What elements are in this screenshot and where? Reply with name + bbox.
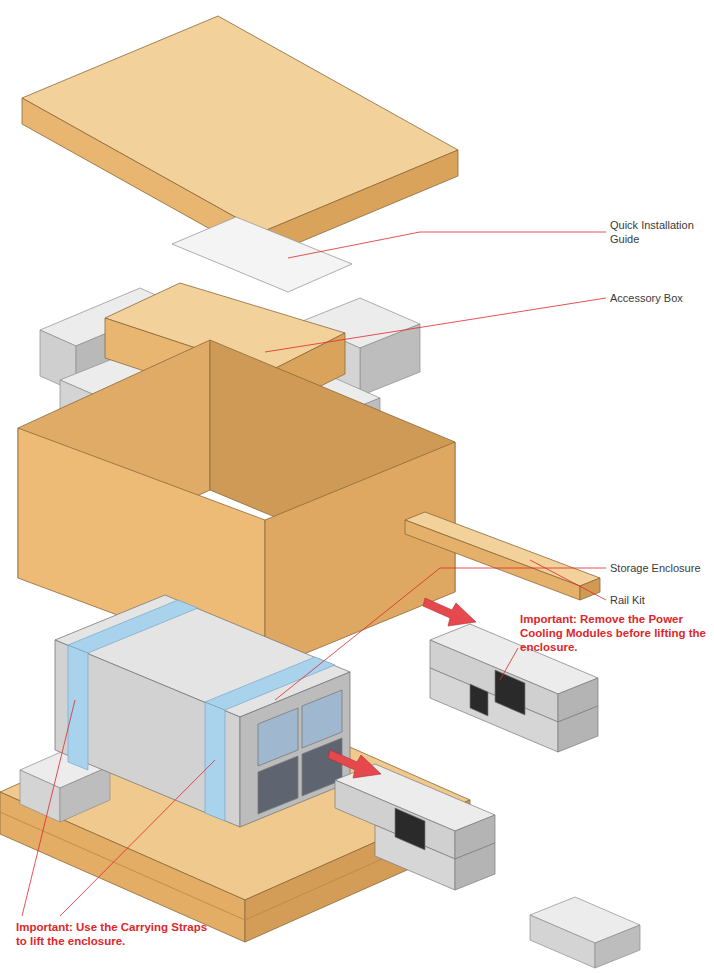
rail-kit (405, 520, 580, 600)
carrying-strap (68, 600, 198, 653)
removal-arrow (423, 598, 476, 626)
foam-block (360, 324, 420, 396)
fan-vent (495, 670, 525, 715)
drive-bay (258, 708, 298, 766)
pcm-slot (258, 756, 298, 814)
drive-bay (302, 690, 342, 748)
leader-line (500, 648, 518, 680)
part-label: Accessory Box (610, 291, 710, 305)
foam-block (595, 925, 640, 968)
rail-kit (405, 512, 600, 586)
leader-line (288, 232, 606, 258)
leader-line (530, 560, 606, 600)
part-label: Rail Kit (610, 593, 710, 607)
guide-sheet (172, 217, 352, 292)
pallet-slat (0, 812, 245, 920)
carrying-strap (205, 702, 225, 821)
foam-block (20, 770, 60, 822)
enclosure-side (55, 640, 240, 827)
pcm-module (430, 668, 558, 752)
part-label: Quick Installation Guide (610, 218, 710, 246)
carrying-strap (68, 645, 88, 770)
sleeve-side (265, 442, 455, 670)
pcm-module (558, 706, 598, 752)
fan-vent (395, 808, 425, 850)
foam-block (530, 915, 595, 968)
warning-note: Important: Use the Carrying Straps to li… (16, 920, 216, 948)
leader-line (265, 298, 606, 352)
foam-block (60, 766, 110, 822)
part-label: Storage Enclosure (610, 561, 710, 575)
leader-line (22, 700, 75, 916)
leader-line (60, 760, 215, 916)
removal-arrow (328, 750, 381, 778)
fan-vent (470, 684, 488, 716)
rail-kit (580, 578, 600, 600)
carrying-strap (205, 657, 335, 710)
warning-note: Important: Remove the Power Cooling Modu… (520, 612, 708, 654)
pcm-module (455, 843, 495, 890)
